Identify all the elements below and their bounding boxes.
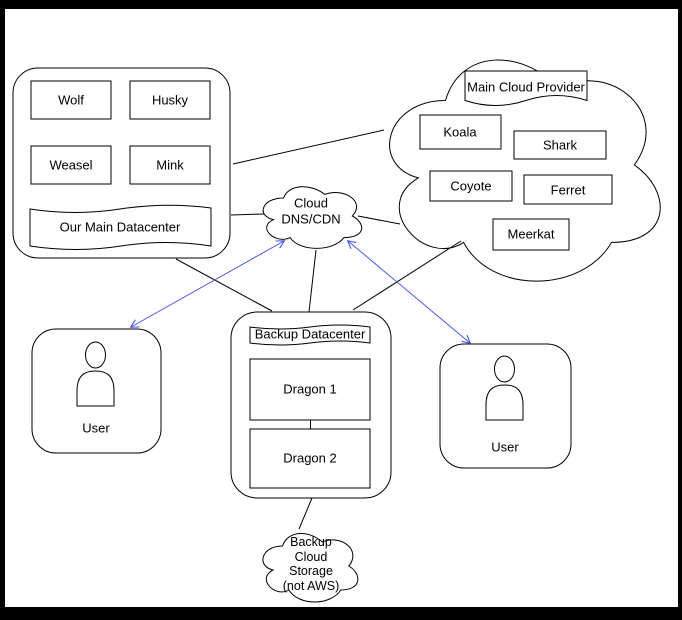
backup-storage-cloud xyxy=(262,533,359,603)
edge-dns-cloudprovider xyxy=(357,215,401,225)
user-left-person-icon xyxy=(76,341,115,407)
arrow-dns-userright xyxy=(346,239,472,345)
server-box-coyote xyxy=(429,170,513,202)
dns-cdn-cloud xyxy=(262,186,363,249)
edge-datacenter-dns xyxy=(230,213,265,216)
edge-dns-backupdc xyxy=(308,249,317,313)
server-box-weasel xyxy=(30,145,112,185)
main-datacenter-tape xyxy=(29,204,212,250)
server-box-shark xyxy=(513,130,607,160)
server-box-husky xyxy=(129,80,211,120)
server-box-dragon2 xyxy=(249,428,371,489)
server-box-dragon1 xyxy=(249,358,371,421)
arrow-userleft-dns xyxy=(129,240,286,328)
server-box-ferret xyxy=(523,174,613,205)
server-box-koala xyxy=(419,114,502,150)
server-box-meerkat xyxy=(492,218,570,251)
backup-datacenter-tape xyxy=(249,324,371,346)
server-box-wolf xyxy=(30,80,112,120)
edge-datacenter-cloudprovider xyxy=(232,129,385,165)
server-box-mink xyxy=(129,145,211,185)
edge-backupdc-storage xyxy=(298,497,313,530)
cloud-provider-doc xyxy=(464,70,588,106)
user-right-person-icon xyxy=(485,355,524,421)
